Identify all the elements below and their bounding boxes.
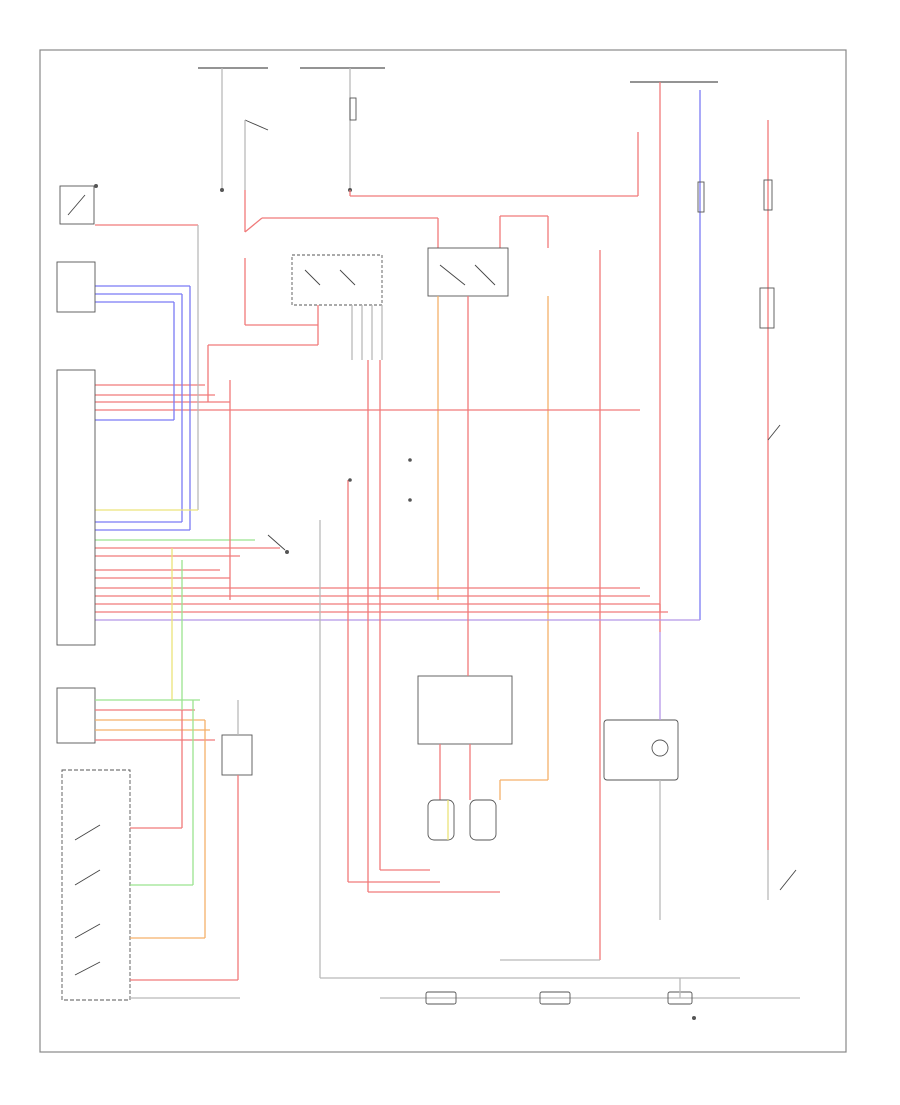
lamp-unit — [603, 632, 679, 920]
mid-left-drops — [171, 344, 318, 710]
ground-g — [692, 1016, 696, 1020]
diagram-frame — [39, 49, 847, 1053]
markers — [94, 184, 412, 502]
right-box — [759, 287, 775, 329]
mid-grd — [539, 991, 571, 1005]
top-power-feeds — [198, 67, 385, 192]
ground-bus — [319, 520, 800, 1020]
relay-pair — [347, 340, 600, 961]
combo-sw — [56, 687, 240, 1001]
brake-pedal-sw — [767, 850, 797, 900]
clutch-sw — [221, 700, 253, 980]
blue-harness — [95, 224, 199, 531]
left-block — [56, 261, 96, 313]
red-bus-top — [244, 132, 639, 248]
ccu-harness — [95, 384, 700, 621]
relay-a — [244, 254, 383, 360]
right-fuse — [697, 181, 705, 213]
relay-b — [427, 247, 549, 780]
cruise-sw — [59, 185, 95, 225]
right-column — [599, 81, 781, 960]
left-grd — [425, 991, 457, 1005]
ccu — [56, 369, 96, 646]
